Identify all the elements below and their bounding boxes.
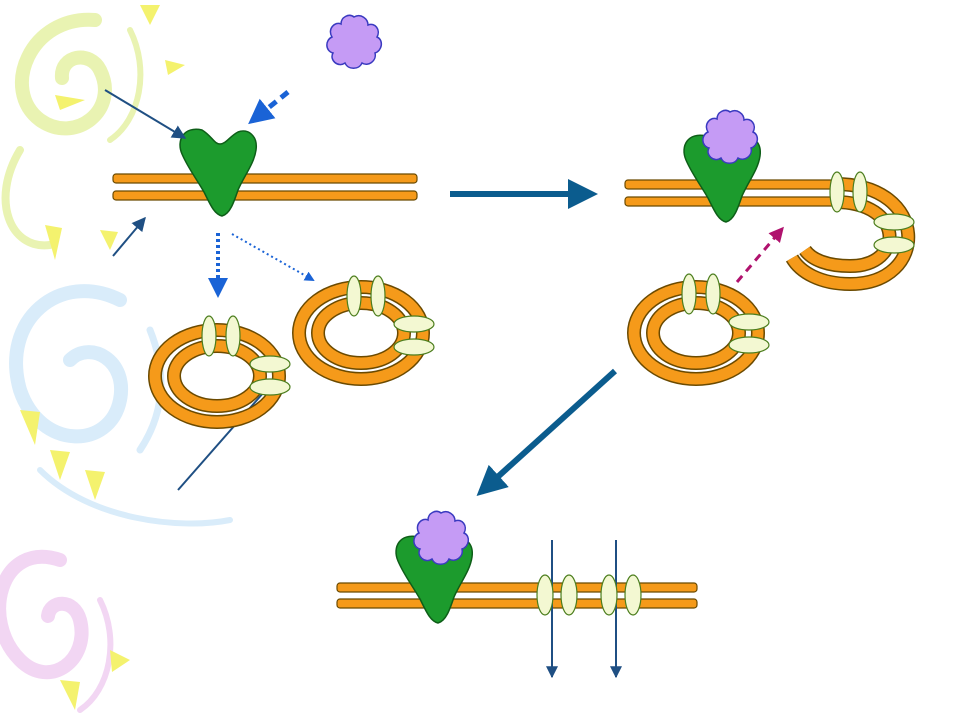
final-membrane	[336, 582, 698, 609]
pointer-line-membrane	[112, 216, 146, 257]
pointer-line-receptor	[104, 89, 187, 139]
fusing-vesicle-icon	[785, 177, 916, 292]
vesicle-icon	[155, 330, 279, 422]
swirl-pink-icon	[0, 550, 114, 713]
channel-protein-icon	[346, 275, 435, 356]
pointer-line-vesicle-channel	[177, 382, 272, 491]
transition-arrow-down-left	[476, 368, 618, 497]
receptor-icon	[179, 128, 258, 217]
ligand-approach-arrow	[248, 90, 290, 125]
channel-protein-icon	[829, 171, 915, 254]
channel-protein-icon	[201, 315, 291, 396]
channel-protein-icon	[681, 273, 770, 354]
swirl-yellow-icon	[1, 12, 144, 250]
ligand-blob-icon	[702, 109, 759, 164]
resting-membrane	[112, 173, 418, 201]
ligand-blob-icon	[326, 14, 383, 69]
star-spikes-icon	[20, 5, 185, 710]
dotted-arrow-to-vesicle-2	[231, 233, 315, 281]
channel-protein-icon	[536, 574, 642, 616]
ligand-blob-icon	[413, 510, 470, 565]
magenta-dashed-arrow	[735, 226, 784, 283]
